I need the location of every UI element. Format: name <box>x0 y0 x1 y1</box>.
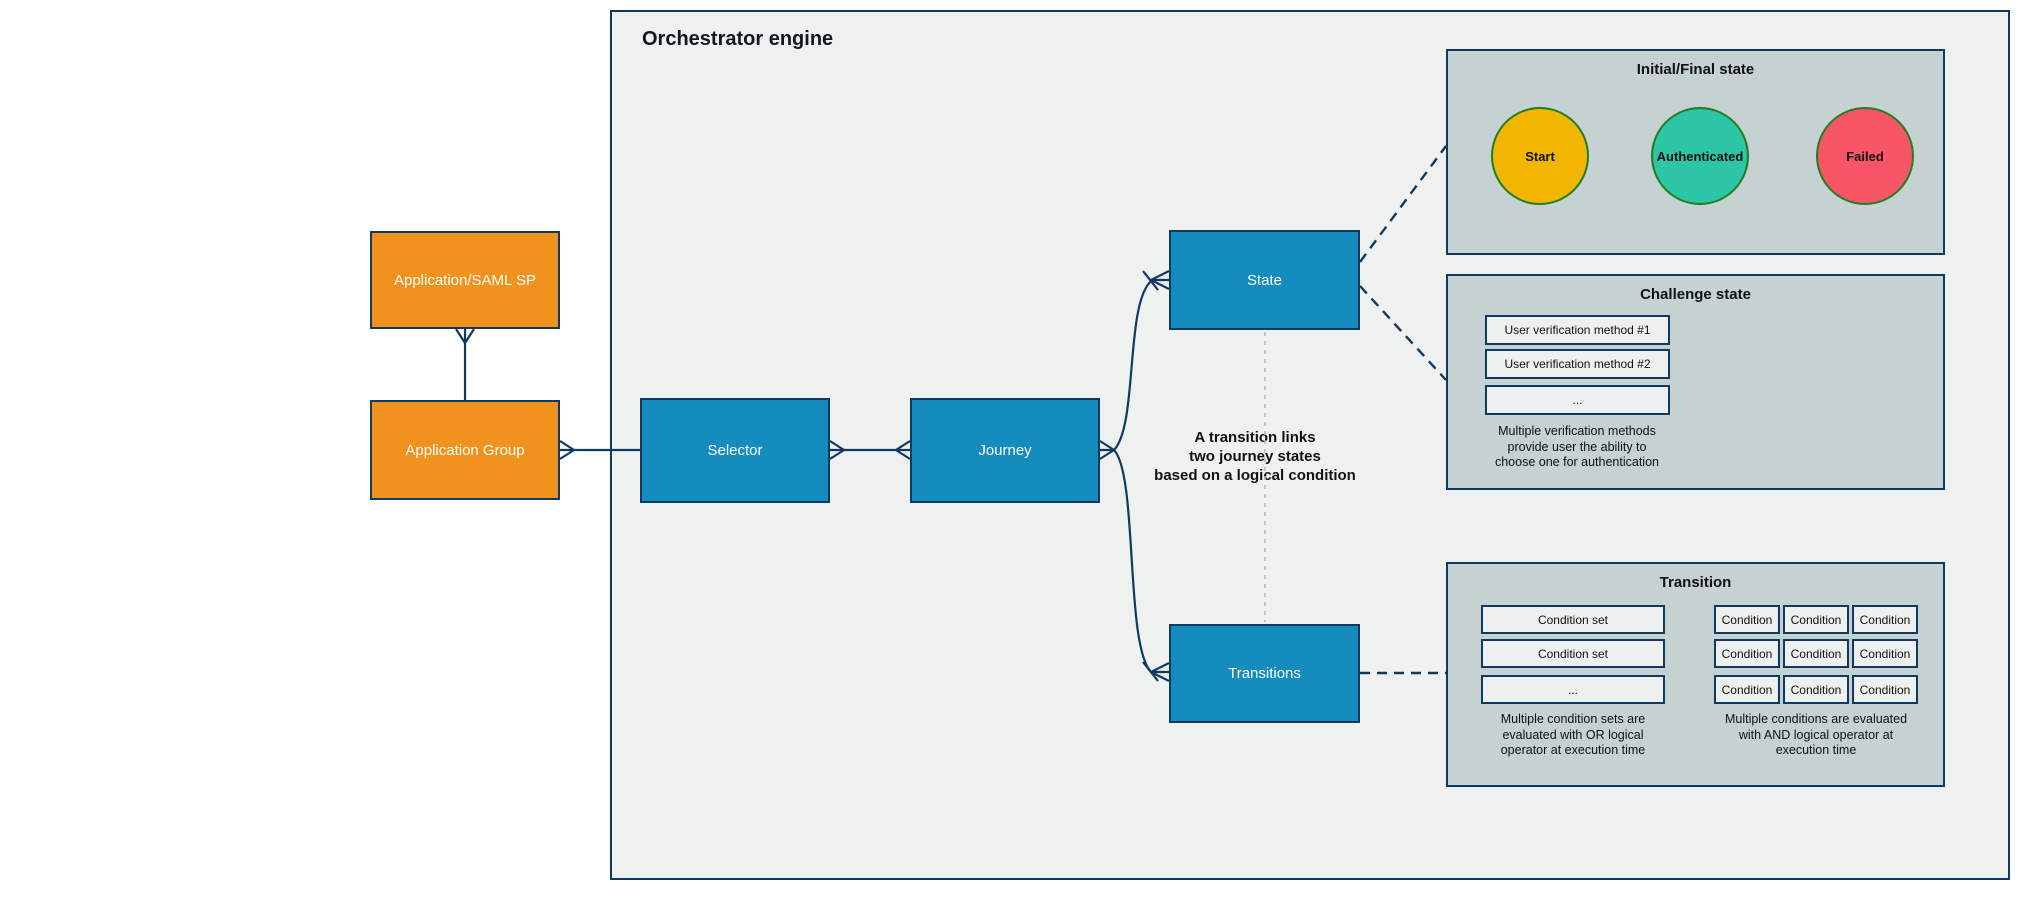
condition-set-caption: Multiple condition sets are evaluated wi… <box>1458 712 1688 759</box>
node-transitions: Transitions <box>1169 624 1360 723</box>
node-label: Selector <box>707 442 763 459</box>
node-label: Application Group <box>405 441 525 459</box>
state-circle-start: Start <box>1491 107 1589 205</box>
panel-title: Initial/Final state <box>1636 61 1755 78</box>
annotation-line: two journey states <box>1189 448 1321 465</box>
condition-set-box: ... <box>1481 675 1665 704</box>
node-label: Journey <box>978 442 1032 459</box>
condition-box: Condition <box>1783 675 1849 704</box>
condition-box: Condition <box>1852 639 1918 668</box>
condition-set-label: Condition set <box>1537 646 1609 661</box>
node-label: Transitions <box>1228 665 1301 682</box>
verification-method-box: User verification method #2 <box>1485 349 1670 379</box>
engine-title: Orchestrator engine <box>642 28 834 50</box>
condition-box: Condition <box>1714 675 1780 704</box>
verification-method-box: User verification method #1 <box>1485 315 1670 345</box>
condition-box: Condition <box>1783 639 1849 668</box>
node-application-saml-sp: Application/SAML SP <box>370 231 560 329</box>
condition-set-label: ... <box>1567 682 1578 697</box>
condition-set-box: Condition set <box>1481 639 1665 668</box>
annotation-line: A transition links <box>1194 429 1316 446</box>
condition-row: Condition Condition Condition <box>1714 675 1918 704</box>
condition-set-label: Condition set <box>1537 612 1609 627</box>
challenge-caption: Multiple verification methods provide us… <box>1462 424 1692 471</box>
node-state: State <box>1169 230 1360 330</box>
condition-box: Condition <box>1783 605 1849 634</box>
caption-line: provide user the ability to <box>1507 439 1647 454</box>
crowsfoot-appgroup <box>559 440 575 460</box>
annotation-line: based on a logical condition <box>1154 467 1356 484</box>
circle-label: Authenticated <box>1656 148 1744 164</box>
initial-final-state-panel: Initial/Final state Start Authenticated … <box>1446 49 1945 255</box>
condition-box: Condition <box>1714 605 1780 634</box>
caption-line: evaluated with OR logical <box>1502 727 1644 742</box>
caption-line: Multiple conditions are evaluated <box>1724 712 1908 726</box>
panel-title: Transition <box>1659 574 1732 591</box>
condition-box: Condition <box>1852 605 1918 634</box>
caption-line: Multiple condition sets are <box>1500 712 1646 726</box>
condition-row: Condition Condition Condition <box>1714 639 1918 668</box>
condition-caption: Multiple conditions are evaluated with A… <box>1706 712 1926 759</box>
node-journey: Journey <box>910 398 1100 503</box>
node-label: Application/SAML SP <box>393 271 537 289</box>
state-circle-authenticated: Authenticated <box>1651 107 1749 205</box>
caption-line: with AND logical operator at <box>1738 727 1894 742</box>
challenge-state-panel: Challenge state User verification method… <box>1446 274 1945 490</box>
crowsfoot-appsaml <box>455 328 475 344</box>
caption-line: choose one for authentication <box>1494 455 1659 469</box>
method-label: ... <box>1572 393 1583 407</box>
panel-title: Challenge state <box>1640 286 1751 303</box>
caption-line: Multiple verification methods <box>1498 424 1656 438</box>
node-application-group: Application Group <box>370 400 560 500</box>
circle-label: Start <box>1525 148 1555 164</box>
condition-box: Condition <box>1714 639 1780 668</box>
circle-label: Failed <box>1846 148 1884 164</box>
condition-set-box: Condition set <box>1481 605 1665 634</box>
method-label: User verification method #1 <box>1504 323 1651 337</box>
transition-panel: Transition Condition set Condition set .… <box>1446 562 1945 787</box>
caption-line: operator at execution time <box>1500 743 1646 757</box>
verification-method-box: ... <box>1485 385 1670 415</box>
transition-annotation: A transition links two journey states ba… <box>1105 428 1405 485</box>
node-selector: Selector <box>640 398 830 503</box>
method-label: User verification method #2 <box>1504 357 1651 371</box>
condition-box: Condition <box>1852 675 1918 704</box>
state-circle-failed: Failed <box>1816 107 1914 205</box>
caption-line: execution time <box>1775 743 1857 757</box>
node-label: State <box>1246 271 1283 289</box>
condition-row: Condition Condition Condition <box>1714 605 1918 634</box>
